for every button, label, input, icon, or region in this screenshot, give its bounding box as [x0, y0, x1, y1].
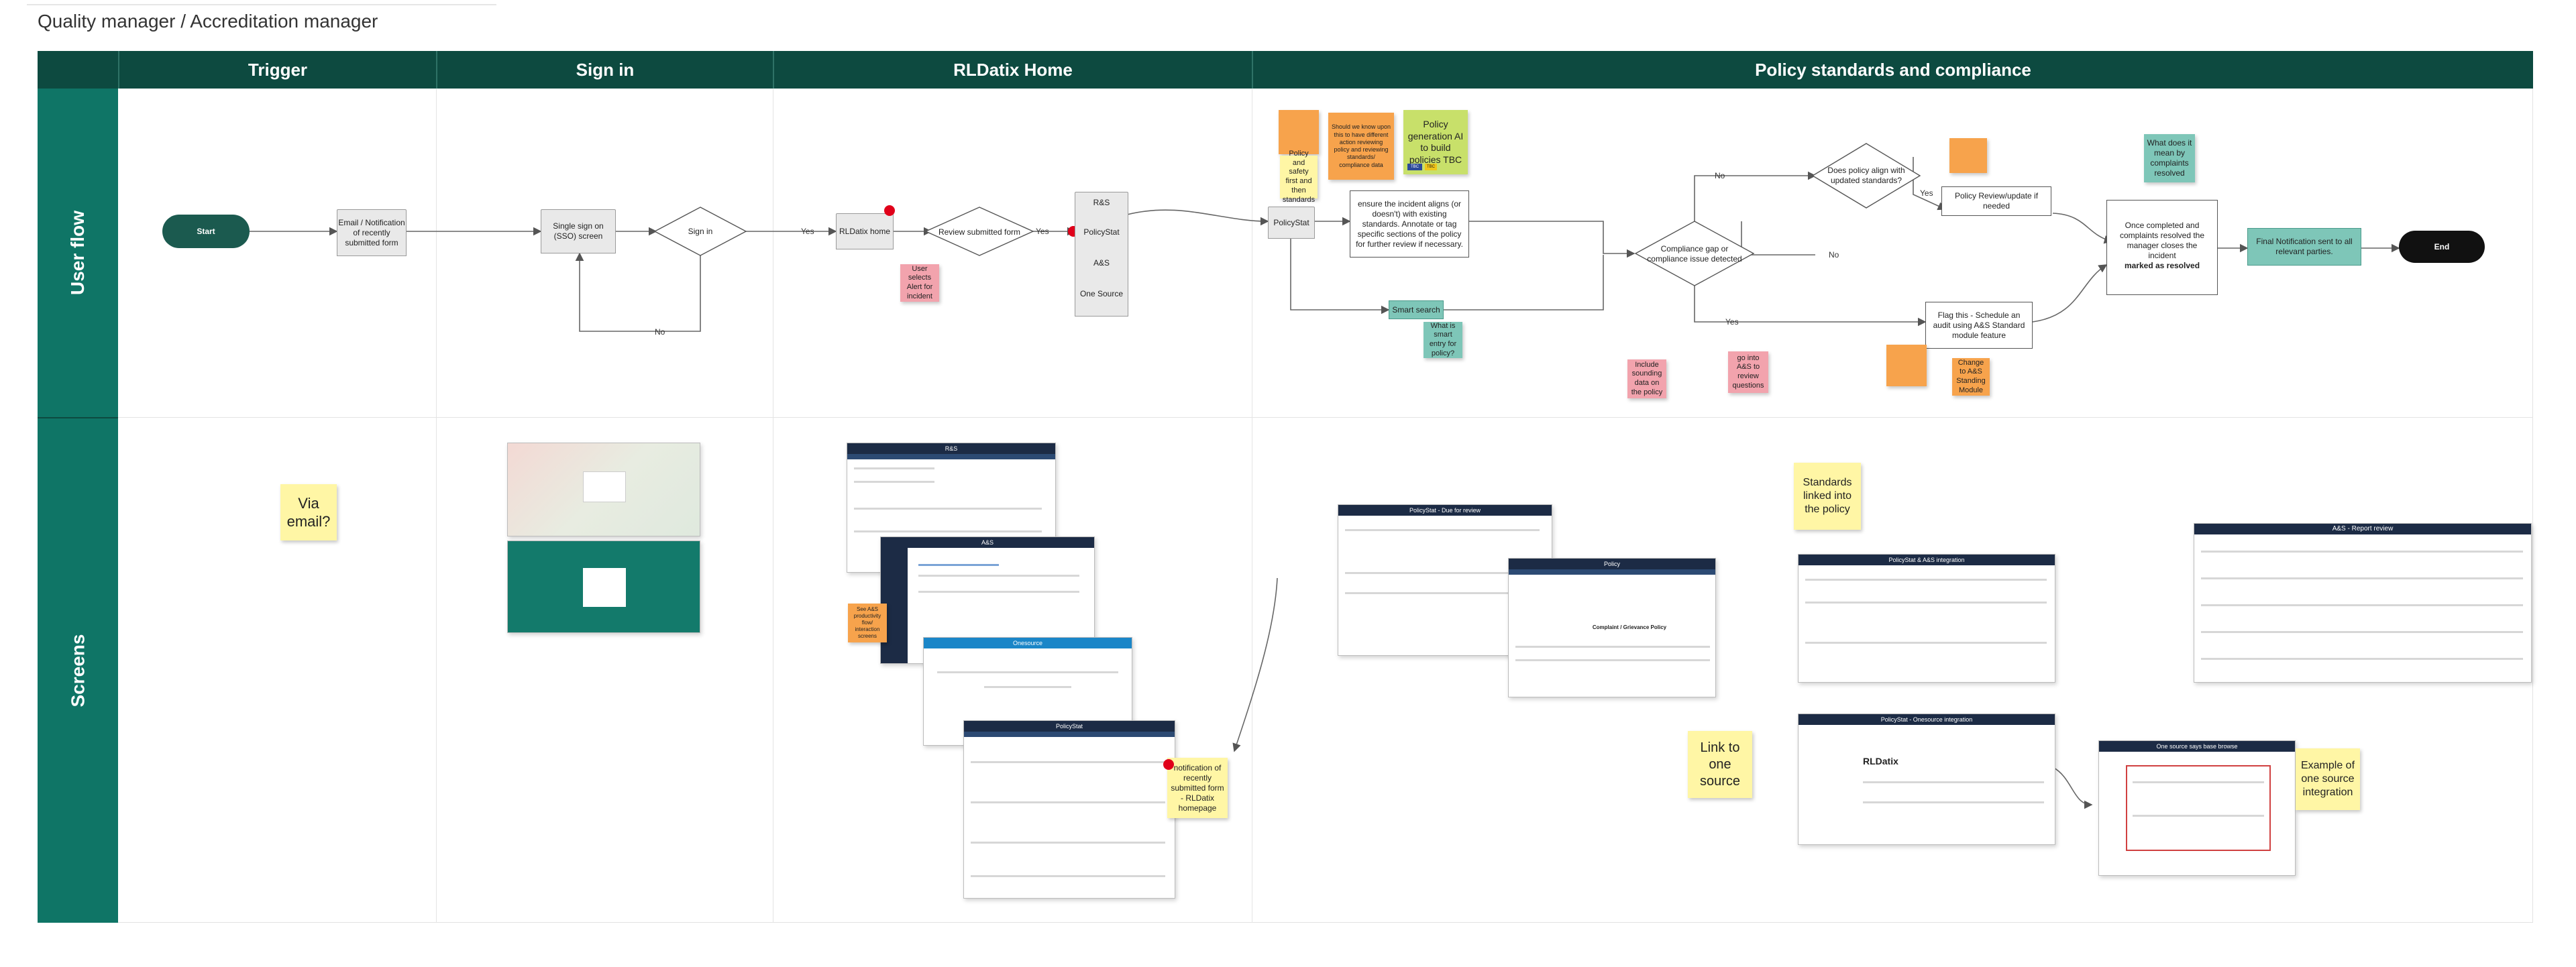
- lane-screens: Screens: [38, 417, 118, 923]
- resolve-incident-box: Once completed and complaints resolved t…: [2106, 200, 2218, 295]
- sticky-what-is-smart-entry: What is smart entry for policy?: [1424, 322, 1462, 358]
- app-rs-label: R&S: [1093, 197, 1110, 207]
- does-policy-align-decision: Does policy align with updated standards…: [1827, 166, 1905, 185]
- resolve-incident-text: Once completed and complaints resolved t…: [2119, 221, 2205, 260]
- sticky-link-to-one-source: Link to one source: [1688, 731, 1752, 798]
- sticky-should-we-know: Should we know upon this to have differe…: [1328, 113, 1394, 180]
- sign-in-screen-teal: [507, 541, 700, 633]
- alert-indicator-icon: [1163, 759, 1174, 770]
- lane-divider: [118, 417, 2533, 418]
- no-label: No: [655, 327, 665, 337]
- column-rldatix-home: RLDatix Home: [773, 51, 1252, 89]
- review-submitted-decision: Review submitted form: [938, 227, 1021, 237]
- screen-title: PolicyStat - Due for review: [1338, 505, 1552, 516]
- app-onesource-label: One Source: [1079, 288, 1124, 298]
- rldatix-home-doc: RLDatix home: [836, 213, 894, 249]
- no-label: No: [1829, 250, 1839, 260]
- page-title: Quality manager / Accreditation manager: [38, 11, 378, 32]
- screen-policystat: PolicyStat: [963, 720, 1175, 899]
- sticky-include-sounding: Include sounding data on the policy: [1627, 359, 1666, 398]
- sticky-standards-linked: Standards linked into the policy: [1794, 463, 1861, 530]
- screen-as-report-review: A&S - Report review: [2194, 523, 2532, 683]
- email-notification-doc: Email / Notification of recently submitt…: [337, 209, 407, 256]
- yes-label: Yes: [1725, 317, 1739, 327]
- screen-title: Policy: [1509, 559, 1715, 569]
- end-node: End: [2399, 231, 2485, 263]
- screen-policystat-onesource: PolicyStat - Onesource integration RLDat…: [1798, 714, 2055, 845]
- alert-indicator-icon: [884, 205, 895, 216]
- sticky-orange-note: [1886, 345, 1927, 386]
- screen-subbar: [1509, 569, 1715, 575]
- screen-title: PolicyStat & A&S integration: [1799, 555, 2055, 565]
- sticky-orange-small: [1279, 110, 1319, 154]
- rldatix-logo: RLDatix: [1863, 756, 1898, 766]
- screen-title: R&S: [847, 443, 1055, 454]
- app-selection-stack: [1075, 192, 1128, 317]
- screen-title: A&S - Report review: [2194, 524, 2531, 534]
- screen-title: A&S: [881, 537, 1094, 548]
- ensure-incident-box: ensure the incident aligns (or doesn't) …: [1350, 190, 1469, 258]
- start-node: Start: [162, 215, 250, 248]
- login-card: [583, 471, 626, 502]
- flag-audit-box: Flag this - Schedule an audit using A&S …: [1925, 302, 2033, 349]
- screen-title: PolicyStat - Onesource integration: [1799, 714, 2055, 725]
- sticky-policy-safety-first: Policy and safety first and then standar…: [1280, 150, 1318, 204]
- sticky-orange-blank: [1949, 138, 1987, 173]
- column-divider: [436, 89, 437, 923]
- yes-label: Yes: [801, 227, 814, 236]
- sticky-go-into-as: go into A&S to review questions: [1728, 351, 1768, 393]
- screen-subbar: [964, 732, 1175, 737]
- resolve-incident-marked: marked as resolved: [2124, 261, 2200, 270]
- sign-in-decision: Sign in: [688, 226, 713, 236]
- column-header-bar: [38, 51, 2533, 89]
- sticky-see-as-note: See A&S productivity flow/ interaction s…: [848, 604, 887, 642]
- screen-policystat-as-integration: PolicyStat & A&S integration: [1798, 554, 2055, 683]
- ai-tag-badge: TBC: [1407, 164, 1422, 170]
- sign-in-screen-light: [507, 443, 700, 536]
- compliance-gap-decision: Compliance gap or compliance issue detec…: [1647, 244, 1742, 264]
- lane-user-flow: User flow: [38, 89, 118, 417]
- sticky-complaints-resolved: What does it mean by complaints resolved: [2144, 134, 2195, 182]
- screen-subbar: [847, 454, 1055, 459]
- sticky-notification-homepage: notification of recently submitted form …: [1167, 758, 1228, 818]
- screen-onesource-browse: One source says base browse: [2098, 740, 2296, 876]
- screen-title: Onesource: [924, 638, 1132, 648]
- policy-heading: Complaint / Grievance Policy: [1592, 624, 1667, 630]
- app-as-label: A&S: [1093, 258, 1110, 268]
- smart-search-box: Smart search: [1389, 300, 1444, 319]
- highlight-frame: [2126, 765, 2271, 851]
- no-label: No: [1715, 171, 1725, 180]
- yes-label: Yes: [1920, 188, 1933, 198]
- screen-policy: Policy Complaint / Grievance Policy: [1508, 558, 1716, 697]
- screen-title: PolicyStat: [964, 721, 1175, 732]
- yes-label: Yes: [1036, 227, 1049, 236]
- screen-title: One source says base browse: [2099, 741, 2295, 752]
- column-policy-standards: Policy standards and compliance: [1252, 51, 2533, 89]
- column-trigger: Trigger: [118, 51, 436, 89]
- final-notification-box: Final Notification sent to all relevant …: [2247, 228, 2361, 266]
- column-sign-in: Sign in: [436, 51, 773, 89]
- sso-screen-doc: Single sign on (SSO) screen: [541, 209, 616, 253]
- title-divider: [27, 4, 496, 5]
- sticky-via-email: Via email?: [280, 484, 337, 541]
- login-card: [583, 568, 626, 607]
- sticky-change-to-as: Change to A&S Standing Module: [1952, 358, 1990, 396]
- sticky-example-one-source: Example of one source integration: [2296, 748, 2360, 810]
- ai-tag-badge: TBC: [1425, 164, 1437, 170]
- policy-review-box: Policy Review/update if needed: [1941, 186, 2051, 216]
- app-policystat-label: PolicyStat: [1083, 227, 1120, 237]
- sticky-user-selects-alert: User selects Alert for incident: [900, 264, 939, 302]
- policystat-doc: PolicyStat: [1268, 207, 1315, 239]
